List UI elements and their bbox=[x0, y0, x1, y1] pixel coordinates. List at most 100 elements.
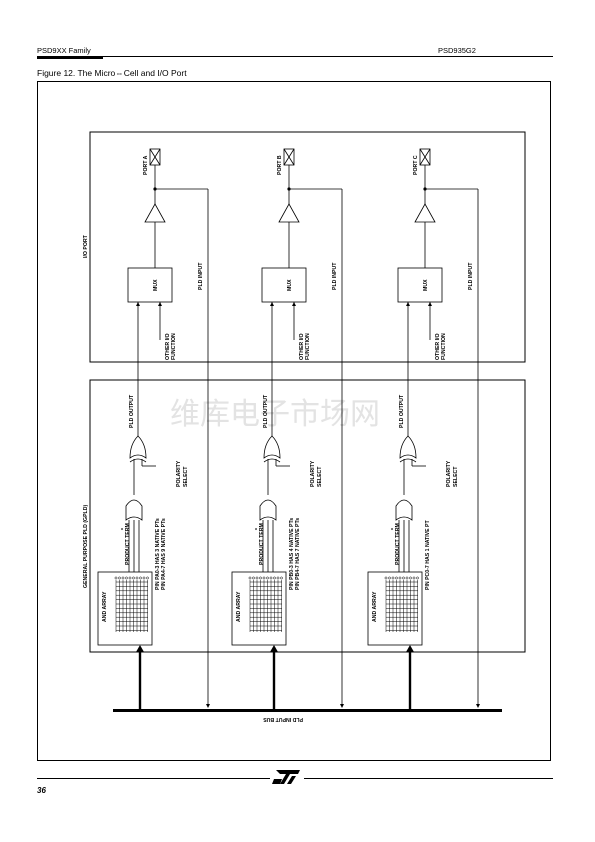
and-array-label: AND ARRAY bbox=[102, 591, 108, 622]
and-array-node bbox=[114, 576, 118, 580]
and-array-node bbox=[391, 576, 395, 580]
mux-label: MUX bbox=[423, 279, 429, 291]
figure-caption: Figure 12. The Micro⇔Cell and I/O Port bbox=[37, 68, 187, 78]
pld-output-label: PLD OUTPUT bbox=[263, 394, 269, 428]
and-array-node bbox=[128, 576, 132, 580]
and-array-node bbox=[255, 576, 259, 580]
and-array-node bbox=[266, 576, 269, 580]
mux-block bbox=[397, 267, 443, 303]
and-array-node bbox=[135, 576, 139, 580]
polarity-xor-gate bbox=[129, 435, 147, 459]
port-pad-cross bbox=[419, 148, 431, 166]
other-io-label: OTHER I/O bbox=[165, 333, 171, 360]
product-term-or-gate bbox=[259, 499, 277, 521]
and-array-node bbox=[416, 576, 419, 580]
and-array-node bbox=[384, 576, 388, 580]
and-array-node bbox=[276, 576, 280, 580]
bus-to-and-array-arrow bbox=[136, 645, 144, 652]
and-array-node bbox=[262, 576, 266, 580]
product-term-label: PRODUCT TERM bbox=[259, 523, 265, 565]
and-array-node bbox=[248, 576, 252, 580]
pld-input-bus-line bbox=[113, 709, 502, 712]
pld-output-label: PLD OUTPUT bbox=[399, 394, 405, 428]
bus-to-and-array-arrow bbox=[406, 645, 414, 652]
pin-note-2: PIN PA4-7 HAS 9 NATIVE PTs bbox=[161, 518, 167, 590]
product-term-label: PRODUCT TERM bbox=[125, 523, 131, 565]
pld-input-bus-label: PLD INPUT BUS bbox=[263, 716, 303, 722]
watermark-text: 维库电子市场网 bbox=[170, 397, 380, 432]
pld-output-arrow bbox=[136, 302, 140, 306]
gpld-section-box bbox=[89, 379, 526, 653]
mux-block bbox=[127, 267, 173, 303]
and-array-node bbox=[118, 576, 121, 580]
and-array-node bbox=[388, 576, 391, 580]
and-array-node bbox=[273, 576, 276, 580]
port-label: PORT B bbox=[277, 155, 283, 175]
and-array-node bbox=[402, 576, 405, 580]
polarity-label: POLARITY bbox=[176, 460, 182, 487]
and-array-node bbox=[132, 576, 135, 580]
bus-to-and-array-wire bbox=[138, 650, 142, 709]
header-rule-accent bbox=[37, 56, 103, 59]
select-label: SELECT bbox=[453, 466, 459, 487]
select-label: SELECT bbox=[183, 466, 189, 487]
mux-label: MUX bbox=[153, 279, 159, 291]
bus-to-and-array-arrow bbox=[270, 645, 278, 652]
other-io-function-label: FUNCTION bbox=[171, 333, 177, 360]
port-pad-cross bbox=[283, 148, 295, 166]
and-array-node bbox=[398, 576, 402, 580]
pld-input-arrow bbox=[340, 704, 344, 708]
pld-output-arrow bbox=[270, 302, 274, 306]
and-array-node bbox=[395, 576, 398, 580]
and-array-node bbox=[139, 576, 142, 580]
and-array-node bbox=[405, 576, 409, 580]
polarity-label: POLARITY bbox=[446, 460, 452, 487]
pld-input-arrow bbox=[476, 704, 480, 708]
and-array-label: AND ARRAY bbox=[236, 591, 242, 622]
port-label: PORT C bbox=[413, 155, 419, 175]
polarity-label: POLARITY bbox=[310, 460, 316, 487]
st-logo bbox=[270, 767, 304, 787]
port-pad-cross bbox=[149, 148, 161, 166]
gpld-section-label: GENERAL PURPOSE PLD (GPLD) bbox=[83, 505, 89, 588]
output-buffer bbox=[278, 203, 300, 223]
io-port-section-box bbox=[89, 131, 526, 363]
pld-input-label: PLD INPUT bbox=[198, 262, 204, 290]
header-rule bbox=[37, 56, 553, 57]
product-term-star: * bbox=[255, 528, 258, 534]
product-term-or-gate bbox=[125, 499, 143, 521]
and-array-node bbox=[125, 576, 128, 580]
output-buffer bbox=[144, 203, 166, 223]
product-term-or-gate bbox=[395, 499, 413, 521]
polarity-xor-curve bbox=[263, 458, 281, 463]
pin-note-1: PIN PA0-3 HAS 3 NATIVE PTs bbox=[155, 518, 161, 590]
other-io-arrow bbox=[292, 302, 296, 306]
and-array-node bbox=[269, 576, 273, 580]
product-term-star: * bbox=[121, 528, 124, 534]
bus-to-and-array-wire bbox=[272, 650, 276, 709]
and-array-node bbox=[280, 576, 283, 580]
polarity-xor-gate bbox=[399, 435, 417, 459]
port-label: PORT A bbox=[143, 155, 149, 175]
polarity-xor-curve bbox=[399, 458, 417, 463]
polarity-xor-curve bbox=[129, 458, 147, 463]
pld-input-arrow bbox=[206, 704, 210, 708]
polarity-xor-gate bbox=[263, 435, 281, 459]
other-io-arrow bbox=[428, 302, 432, 306]
and-array-node bbox=[121, 576, 125, 580]
product-term-label: PRODUCT TERM bbox=[395, 523, 401, 565]
and-array-node bbox=[259, 576, 262, 580]
running-header-part: PSD935G2 bbox=[438, 46, 476, 55]
other-io-function-label: FUNCTION bbox=[441, 333, 447, 360]
and-array-label: AND ARRAY bbox=[372, 591, 378, 622]
other-io-arrow bbox=[158, 302, 162, 306]
product-term-star: * bbox=[391, 528, 394, 534]
pld-input-label: PLD INPUT bbox=[468, 262, 474, 290]
pld-input-label: PLD INPUT bbox=[332, 262, 338, 290]
running-header-family: PSD9XX Family bbox=[37, 46, 91, 55]
and-array-node bbox=[409, 576, 412, 580]
mux-block bbox=[261, 267, 307, 303]
other-io-label: OTHER I/O bbox=[435, 333, 441, 360]
io-port-section-label: I/O PORT bbox=[83, 234, 89, 258]
